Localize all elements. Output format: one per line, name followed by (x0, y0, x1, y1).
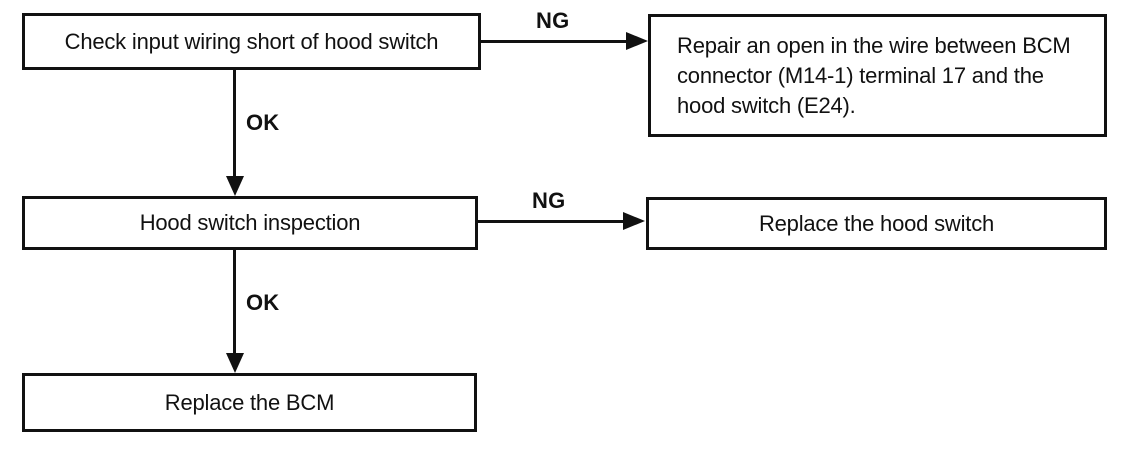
edge-ok-top-line (233, 70, 236, 178)
node-replace-hood-switch-label: Replace the hood switch (758, 210, 995, 236)
node-check-input-wiring-label: Check input wiring short of hood switch (64, 28, 439, 54)
edge-ok-bottom-arrowhead-icon (226, 353, 244, 373)
node-replace-bcm-label: Replace the BCM (164, 389, 335, 415)
node-replace-hood-switch: Replace the hood switch (646, 197, 1107, 250)
edge-ng-top-line (481, 40, 628, 43)
edge-ok-top-label: OK (246, 110, 280, 135)
edge-ng-mid-line (478, 220, 625, 223)
edge-ok-top-arrowhead-icon (226, 176, 244, 196)
edge-ng-mid-arrowhead-icon (623, 212, 645, 230)
edge-ng-top-arrowhead-icon (626, 32, 648, 50)
edge-ng-mid-label: NG (532, 188, 566, 213)
edge-ok-bottom-label: OK (246, 290, 280, 315)
node-hood-switch-inspection-label: Hood switch inspection (139, 210, 361, 235)
edge-ok-bottom-line (233, 250, 236, 353)
edge-ng-top-label: NG (536, 8, 570, 33)
node-repair-open-wire: Repair an open in the wire between BCM c… (648, 14, 1107, 137)
node-hood-switch-inspection: Hood switch inspection (22, 196, 478, 250)
node-check-input-wiring: Check input wiring short of hood switch (22, 13, 481, 70)
node-replace-bcm: Replace the BCM (22, 373, 477, 432)
node-repair-open-wire-label: Repair an open in the wire between BCM c… (677, 32, 1071, 118)
